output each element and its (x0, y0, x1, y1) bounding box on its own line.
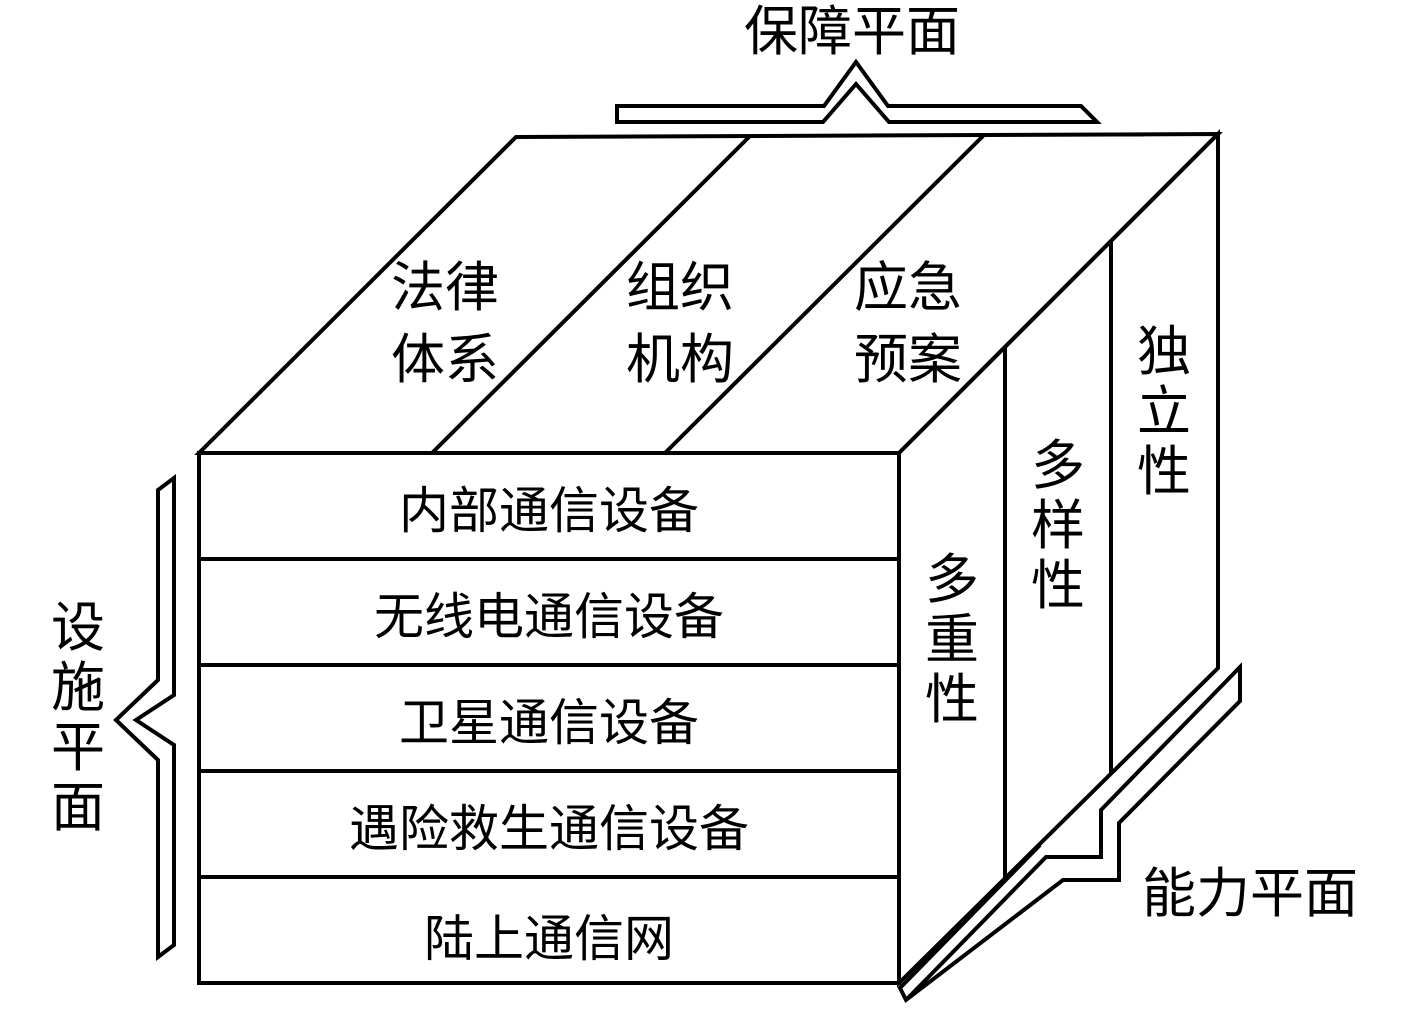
svg-text:性: 性 (1137, 440, 1191, 503)
side-strip-label-1: 多 重 性 (925, 548, 979, 731)
svg-text:立: 立 (1137, 380, 1191, 443)
svg-text:独: 独 (1137, 320, 1191, 383)
capability-plane-label: 能力平面 (1142, 862, 1358, 925)
guarantee-plane-label: 保障平面 (744, 0, 960, 63)
top-strip-label-2b: 机构 (626, 328, 734, 391)
top-strip-label-2a: 组织 (626, 256, 734, 319)
svg-text:面: 面 (51, 776, 105, 839)
top-divider-2 (663, 133, 986, 455)
svg-text:性: 性 (1031, 554, 1085, 617)
svg-text:施: 施 (51, 656, 105, 719)
svg-text:平: 平 (51, 716, 105, 779)
top-strip-label-3b: 预案 (854, 328, 962, 391)
front-face (197, 451, 901, 985)
top-divider-1 (430, 134, 752, 455)
top-strip-label-1a: 法律 (391, 256, 499, 319)
front-layer-label-1: 内部通信设备 (399, 482, 699, 540)
svg-text:多: 多 (925, 548, 979, 611)
front-layer-label-5: 陆上通信网 (424, 910, 674, 968)
side-strip-label-2: 多 样 性 (1031, 434, 1085, 617)
front-layer-label-3: 卫星通信设备 (399, 694, 699, 752)
top-strip-label-3a: 应急 (854, 256, 962, 319)
front-layer-label-4: 遇险救生通信设备 (349, 800, 749, 858)
top-strip-label-1b: 体系 (391, 328, 499, 391)
front-layer-label-2: 无线电通信设备 (374, 588, 724, 646)
svg-text:多: 多 (1031, 434, 1085, 497)
svg-text:设: 设 (51, 596, 105, 659)
svg-text:重: 重 (925, 608, 979, 671)
facility-plane-label: 设 施 平 面 (51, 596, 105, 839)
side-strip-label-3: 独 立 性 (1137, 320, 1191, 503)
bottom-brace (897, 662, 1242, 1004)
svg-text:样: 样 (1031, 494, 1085, 557)
svg-text:性: 性 (925, 668, 979, 731)
left-brace (113, 474, 176, 961)
top-brace (615, 58, 1102, 124)
